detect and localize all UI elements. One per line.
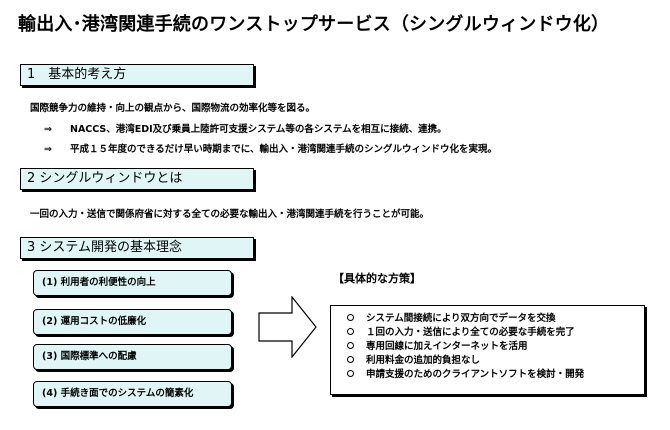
measure-item: システム間接続により双方向でデータを交換 xyxy=(347,312,644,326)
section-1-line-1: 国際競争力の維持・向上の観点から、国際物流の効率化等を図る。 xyxy=(30,103,316,114)
measure-item: 申請支援のためのクライアントソフトを検討・開発 xyxy=(347,368,644,382)
section-1-heading: 1 基本的考え方 xyxy=(20,64,254,86)
measure-item: 利用料金の追加的負担なし xyxy=(347,354,644,368)
principle-item-4: (4) 手続き面でのシステムの簡素化 xyxy=(33,381,232,407)
circle-icon xyxy=(347,314,354,321)
circle-icon xyxy=(347,342,354,349)
circle-icon xyxy=(347,356,354,363)
page-title: 輸出入･港湾関連手続のワンストップサービス（シングルウィンドウ化） xyxy=(18,14,610,35)
measures-label: 【具体的な方策】 xyxy=(333,272,421,285)
measure-item: １回の入力・送信により全ての必要な手続を完了 xyxy=(347,326,644,340)
circle-icon xyxy=(347,370,354,377)
section-2-line-1: 一回の入力・送信で関係府省に対する全ての必要な輸出入・港湾関連手続を行うことが可… xyxy=(30,209,430,220)
right-arrow-icon xyxy=(258,296,317,358)
principle-item-3: (3) 国際標準への配慮 xyxy=(33,344,232,370)
circle-icon xyxy=(347,328,354,335)
section-1-line-3: ⇒平成１５年度のできるだけ早い時期までに、輸出入・港湾関連手続のシングルウィンド… xyxy=(44,144,498,155)
principle-item-1: (1) 利用者の利便性の向上 xyxy=(33,270,232,296)
measures-box: システム間接続により双方向でデータを交換 １回の入力・送信により全ての必要な手続… xyxy=(330,305,645,395)
section-2-heading: 2 シングルウィンドウとは xyxy=(20,168,254,190)
section-3-heading: 3 システム開発の基本理念 xyxy=(20,237,254,259)
implication-arrow-icon: ⇒ xyxy=(44,124,52,135)
measure-item: 専用回線に加えインターネットを活用 xyxy=(347,340,644,354)
section-1-line-2: ⇒NACCS、港湾EDI及び乗員上陸許可支援システム等の各システムを相互に接続、… xyxy=(44,124,447,135)
implication-arrow-icon: ⇒ xyxy=(44,144,52,155)
principle-item-2: (2) 運用コストの低廉化 xyxy=(33,309,232,335)
